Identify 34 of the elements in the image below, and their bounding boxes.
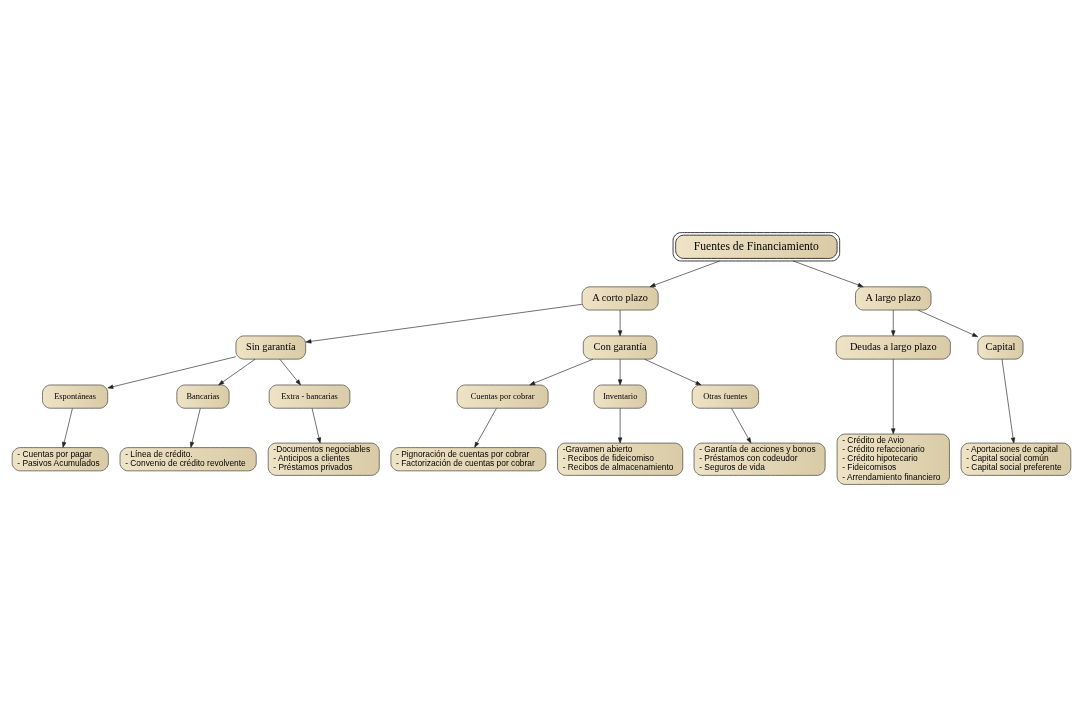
arrow — [189, 408, 201, 448]
node-box: Con garantía — [583, 335, 658, 360]
arrow — [107, 356, 237, 389]
node-box: Deudas a largo plazo — [835, 335, 951, 360]
arrow — [618, 358, 623, 386]
node-box: A corto plazo — [581, 286, 659, 311]
node-box: -Documentos negociables - Anticipos a clientes - Préstamos privados — [267, 442, 380, 476]
arrow — [618, 309, 623, 337]
arrow — [474, 408, 497, 448]
arrow — [649, 260, 720, 288]
arrow — [1001, 358, 1016, 444]
node-box: - Garantía de acciones y bonos - Préstamos con codeudor - Seguros de vida — [693, 442, 826, 476]
arrow — [279, 358, 301, 386]
node-box: - Cuentas por pagar - Pasivos Acumulados — [11, 447, 109, 472]
node-box: - Aportaciones de capital - Capital social común - Capital social preferente — [960, 442, 1072, 476]
arrow — [891, 358, 896, 435]
arrow — [305, 304, 583, 344]
node-box: Capital — [977, 335, 1024, 360]
node-box: Sin garantía — [235, 335, 306, 360]
node-box: - Crédito de Avio - Crédito refaccionario - Crédito hipotecario - Fideicomisos - Arrendamiento financiero — [836, 433, 950, 485]
arrow — [644, 358, 702, 386]
arrow — [891, 309, 896, 337]
arrow — [618, 408, 623, 444]
arrow — [731, 408, 752, 444]
node-box: - Pignoración de cuentas por cobrar - Factorización de cuentas por cobrar — [390, 447, 547, 472]
node-box: A largo plazo — [855, 286, 932, 311]
arrow — [529, 358, 594, 386]
arrow — [218, 358, 256, 386]
node-box: - Línea de crédito. - Convenio de crédito revolvente — [119, 447, 257, 472]
arrow — [792, 260, 864, 288]
arrow — [917, 309, 979, 338]
arrow — [311, 408, 322, 444]
arrow — [62, 408, 73, 448]
node-box: -Gravamen abierto - Recibos de fideicomiso - Recibos de almacenamiento — [557, 442, 684, 476]
